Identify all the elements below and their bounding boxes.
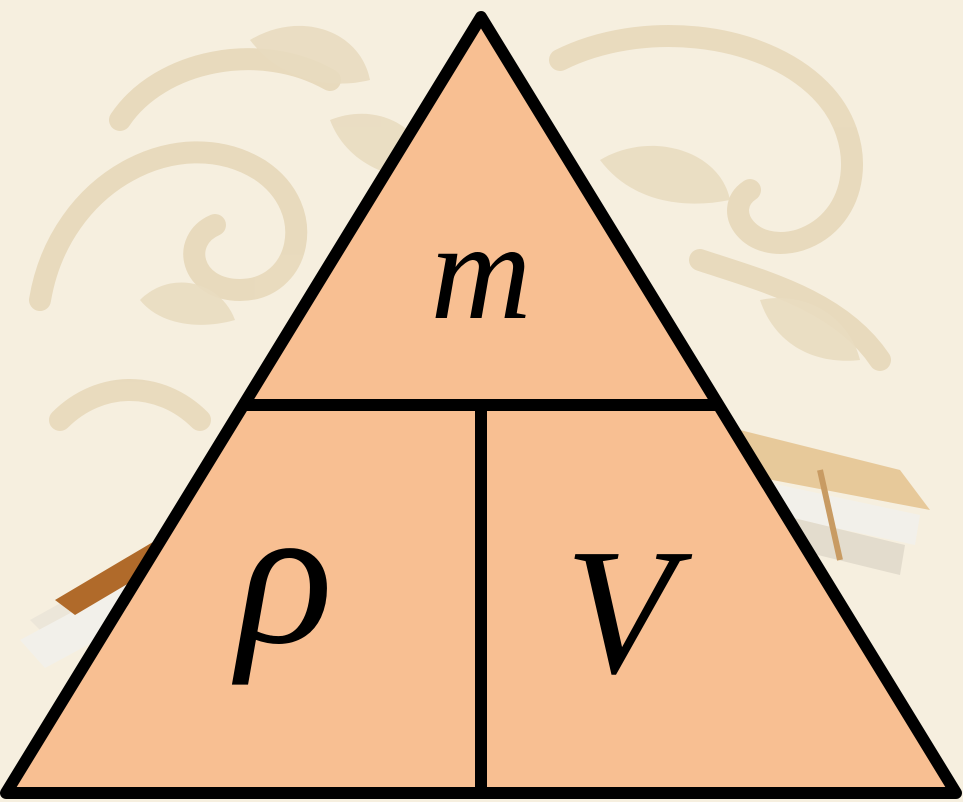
- mass-label: m: [430, 194, 531, 349]
- volume-label: V: [565, 512, 693, 711]
- density-label: ρ: [231, 465, 333, 686]
